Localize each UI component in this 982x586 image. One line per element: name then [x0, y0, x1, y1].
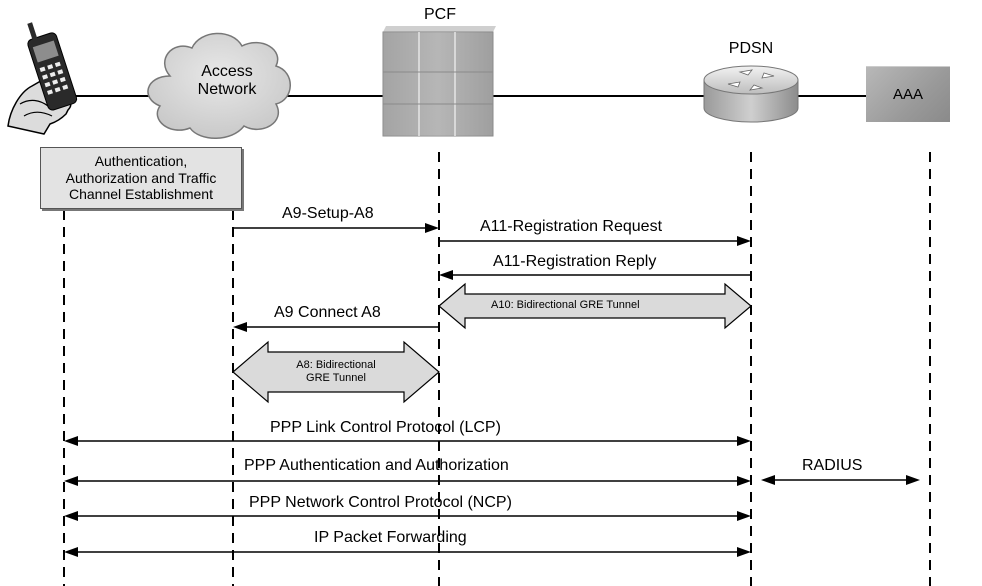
auth-label: PPP Authentication and Authorization [244, 457, 509, 474]
lcp-label: PPP Link Control Protocol (LCP) [270, 419, 501, 436]
a11-reply-arrow [439, 270, 751, 280]
mobile-phone-icon [7, 22, 78, 135]
a11-request-label: A11-Registration Request [480, 218, 663, 235]
a11-reply-label: A11-Registration Reply [493, 253, 657, 270]
a8-tunnel-shape [232, 340, 440, 404]
pcf-label: PCF [424, 6, 456, 23]
ncp-arrow [64, 511, 751, 521]
router-icon [703, 65, 799, 123]
lcp-arrow [64, 436, 751, 446]
pcf-node-icon [382, 26, 496, 137]
aaa-label: AAA [892, 86, 923, 103]
auth-arrow [64, 476, 751, 486]
access-network-label-line2: Network [197, 81, 257, 98]
pdsn-label: PDSN [728, 40, 774, 57]
a9-connect-label: A9 Connect A8 [274, 304, 381, 321]
cloud-icon [147, 32, 291, 139]
access-network-label: Access Network [188, 63, 266, 99]
a8-tunnel-label-line1: A8: Bidirectional [296, 359, 376, 371]
aaa-server-box: AAA [866, 66, 950, 122]
a8-tunnel-label: A8: Bidirectional GRE Tunnel [286, 359, 386, 385]
a10-tunnel-shape [438, 282, 752, 330]
access-network-label-line1: Access [201, 63, 253, 80]
ip-forwarding-arrow [64, 547, 751, 557]
ncp-label: PPP Network Control Protocol (NCP) [249, 494, 512, 511]
auth-box-line3: Channel Establishment [69, 186, 213, 203]
lifelines [63, 152, 931, 586]
auth-establishment-box: Authentication, Authorization and Traffi… [40, 147, 242, 209]
ip-forwarding-label: IP Packet Forwarding [314, 529, 467, 546]
a11-request-arrow [439, 236, 751, 246]
auth-box-line2: Authorization and Traffic [65, 169, 217, 186]
a10-tunnel-label: A10: Bidirectional GRE Tunnel [491, 299, 640, 311]
a9-setup-label: A9-Setup-A8 [282, 205, 374, 222]
a9-setup-arrow [233, 223, 439, 233]
auth-box-line1: Authentication, [94, 153, 188, 170]
a8-tunnel-label-line2: GRE Tunnel [306, 372, 366, 384]
a9-connect-arrow [233, 322, 439, 332]
radius-arrow [761, 475, 920, 485]
radius-label: RADIUS [802, 457, 863, 474]
